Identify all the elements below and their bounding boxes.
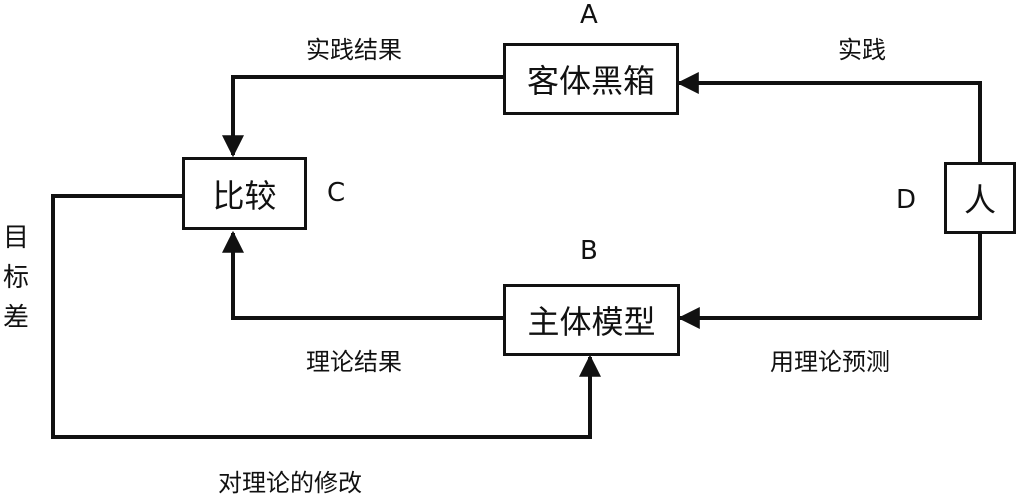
node-model: 主体模型 [503,284,680,356]
node-black-box-letter: A [580,0,598,30]
node-compare-letter: C [327,178,346,208]
edge-theory-result [222,230,503,320]
node-model-text: 主体模型 [527,303,656,341]
node-model-letter: B [580,236,598,266]
node-person-text: 人 [963,181,996,219]
node-black-box-text: 客体黑箱 [526,62,655,100]
label-theory-result: 理论结果 [306,348,402,376]
label-practice-result: 实践结果 [306,36,402,64]
node-compare-text: 比较 [212,176,277,215]
node-compare: 比较 [182,157,307,230]
label-theory-revision: 对理论的修改 [218,469,362,497]
edge-theory-prediction [677,234,982,329]
node-black-box: 客体黑箱 [503,43,679,115]
label-practice: 实践 [838,36,886,64]
node-person-letter: D [896,185,917,215]
edge-practice-result [222,75,503,158]
label-theory-prediction: 用理论预测 [770,348,890,376]
node-person: 人 [944,162,1016,234]
label-goal-diff: 目标差 [2,223,29,333]
edge-goal-diff-loop [51,194,601,439]
edge-practice [676,72,982,162]
